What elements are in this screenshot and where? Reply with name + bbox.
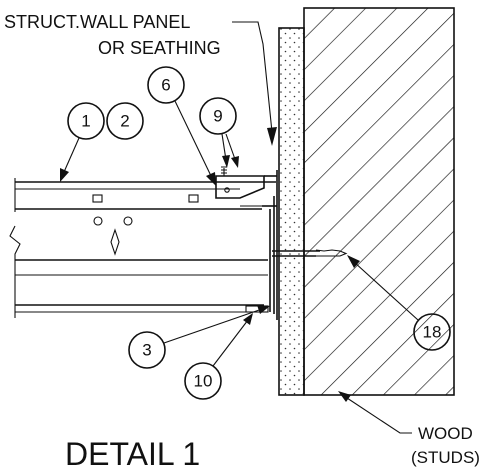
wood-leader — [338, 391, 412, 434]
detail-title: DETAIL 1 — [65, 436, 200, 472]
callout-9: 9 — [199, 97, 237, 135]
svg-text:6: 6 — [161, 76, 170, 95]
panel-leader — [232, 21, 277, 146]
hanger-bracket — [215, 166, 278, 320]
callout-leaders — [60, 100, 419, 367]
svg-text:18: 18 — [423, 323, 442, 342]
svg-text:2: 2 — [120, 112, 129, 131]
panel-label-line2: OR SEATHING — [98, 38, 221, 58]
svg-text:3: 3 — [142, 341, 151, 360]
screw — [272, 249, 348, 257]
svg-text:9: 9 — [213, 107, 222, 126]
svg-text:10: 10 — [194, 372, 213, 391]
callout-6: 6 — [147, 66, 185, 104]
callout-2: 2 — [106, 102, 144, 140]
panel-label-line1: STRUCT.WALL PANEL — [4, 12, 190, 32]
callout-3: 3 — [128, 331, 166, 369]
wood-label-line2: (STUDS) — [411, 448, 480, 467]
svg-text:1: 1 — [81, 112, 90, 131]
wood-label-line1: WOOD — [418, 424, 473, 443]
callout-18: 18 — [413, 313, 451, 351]
wood-stud-block — [303, 7, 455, 396]
callout-10: 10 — [184, 362, 222, 400]
callout-1: 1 — [67, 102, 105, 140]
beam — [9, 178, 276, 318]
wall-panel-sheathing — [278, 27, 305, 396]
